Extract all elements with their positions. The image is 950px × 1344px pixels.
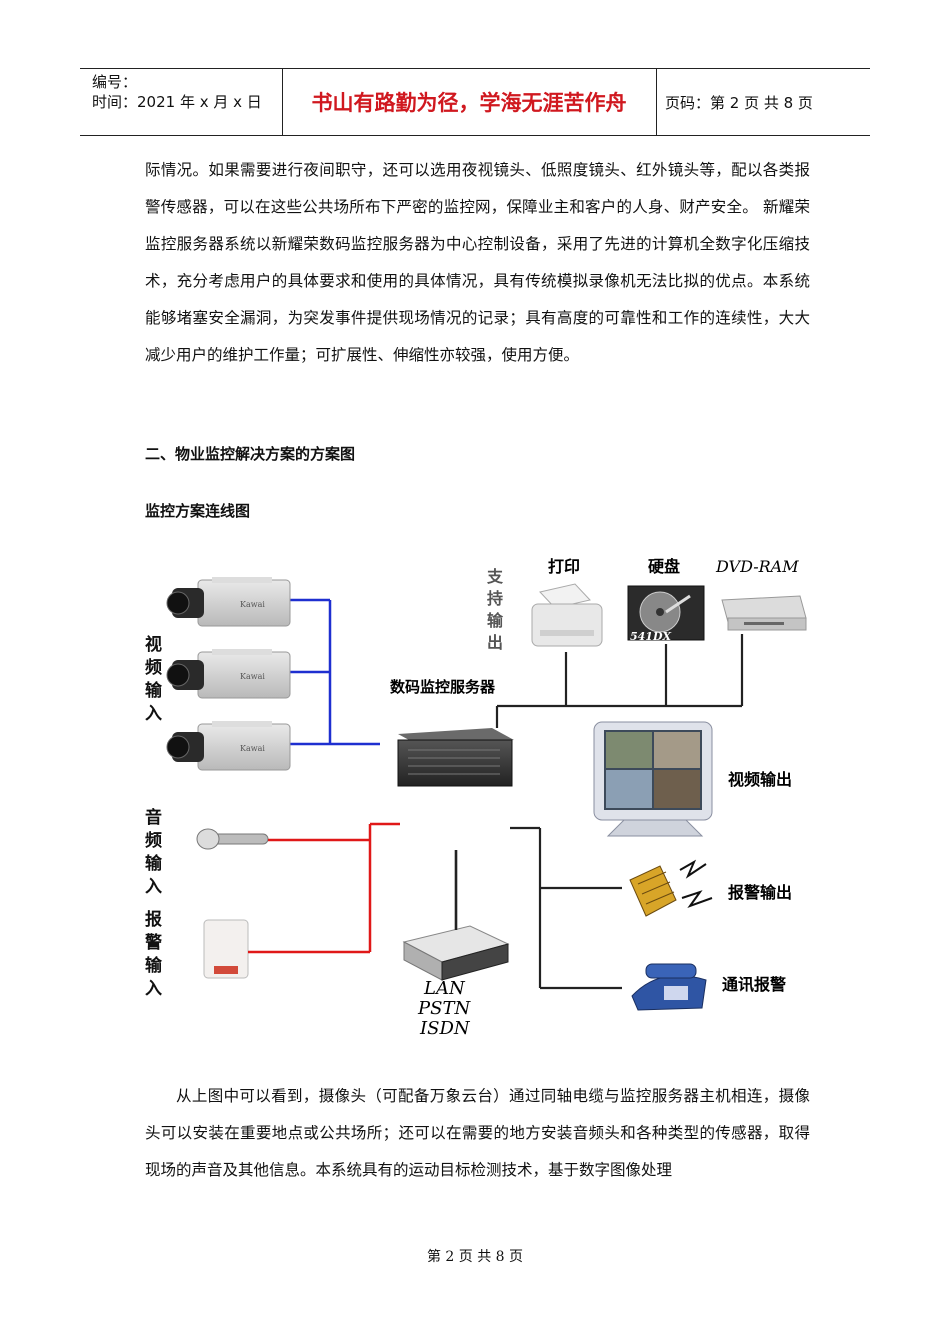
header-left: 编号： 时间：2021 年 x 月 x 日 bbox=[92, 72, 262, 112]
time-label: 时间：2021 年 x 月 x 日 bbox=[92, 93, 262, 111]
microphone bbox=[196, 828, 269, 850]
page-header: 编号： 时间：2021 年 x 月 x 日 书山有路勤为径，学海无涯苦作舟 页码… bbox=[80, 68, 870, 136]
header-page-label: 页码：第 2 页 共 8 页 bbox=[665, 94, 813, 112]
lan-label: LAN bbox=[423, 978, 466, 999]
diagram-heading: 监控方案连线图 bbox=[145, 502, 251, 520]
paragraph-text: 际情况。如果需要进行夜间职守，还可以选用夜视镜头、低照度镜头、红外镜头等，配以各… bbox=[145, 161, 810, 364]
monitoring-server bbox=[397, 728, 514, 787]
audio-alarm-cables bbox=[248, 822, 400, 954]
camera-1: Kawai bbox=[166, 577, 291, 627]
header-bottom-rule bbox=[80, 135, 870, 136]
camera-3: Kawai bbox=[166, 721, 291, 771]
pstn-label: PSTN bbox=[417, 998, 471, 1019]
telephone bbox=[631, 963, 707, 1011]
video-output-label: 视频输出 bbox=[728, 770, 792, 789]
server-label: 数码监控服务器 bbox=[390, 678, 496, 696]
header-divider bbox=[656, 68, 657, 136]
alarm-input-label: 报警输入 bbox=[144, 909, 163, 999]
video-monitor bbox=[593, 721, 713, 837]
alarm-output-label: 报警输出 bbox=[728, 883, 792, 902]
svg-text:Kawai: Kawai bbox=[240, 600, 265, 609]
video-input-cables bbox=[290, 598, 380, 746]
print-label: 打印 bbox=[548, 557, 580, 576]
header-divider bbox=[282, 68, 283, 136]
svg-text:541DX: 541DX bbox=[630, 630, 672, 643]
section-heading: 二、物业监控解决方案的方案图 bbox=[145, 445, 356, 463]
support-output-label: 支持输出 bbox=[486, 567, 504, 652]
body-paragraph-2: 从上图中可以看到，摄像头（可配备万象云台）通过同轴电缆与监控服务器主机相连，摄像… bbox=[145, 1078, 810, 1189]
isdn-label: ISDN bbox=[419, 1018, 471, 1039]
disk-label: 硬盘 bbox=[648, 557, 680, 576]
alarm-siren bbox=[629, 859, 713, 917]
svg-text:Kawai: Kawai bbox=[240, 744, 265, 753]
page-footer: 第 2 页 共 8 页 bbox=[426, 1249, 524, 1265]
monitoring-diagram: Kawai Kawai Kawai 视频输入 音频输入 报警输入 支持输出 打印… bbox=[144, 557, 807, 1039]
paragraph-text: 从上图中可以看到，摄像头（可配备万象云台）通过同轴电缆与监控服务器主机相连，摄像… bbox=[145, 1087, 810, 1179]
number-label: 编号： bbox=[92, 73, 138, 91]
hard-disk: 541DX bbox=[627, 585, 705, 643]
body-paragraph-1: 际情况。如果需要进行夜间职守，还可以选用夜视镜头、低照度镜头、红外镜头等，配以各… bbox=[145, 152, 810, 374]
video-input-label: 视频输入 bbox=[145, 634, 163, 724]
svg-text:Kawai: Kawai bbox=[240, 672, 265, 681]
header-motto: 书山有路勤为径，学海无涯苦作舟 bbox=[311, 91, 627, 115]
network-router bbox=[402, 850, 510, 981]
header-top-rule bbox=[80, 68, 870, 69]
alarm-sensor bbox=[203, 919, 249, 979]
camera-2: Kawai bbox=[166, 649, 291, 699]
dvd-label: DVD-RAM bbox=[715, 557, 799, 576]
audio-input-label: 音频输入 bbox=[145, 807, 163, 897]
printer bbox=[531, 583, 603, 647]
dvd-drive bbox=[721, 595, 807, 631]
comm-alarm-label: 通讯报警 bbox=[722, 975, 786, 994]
